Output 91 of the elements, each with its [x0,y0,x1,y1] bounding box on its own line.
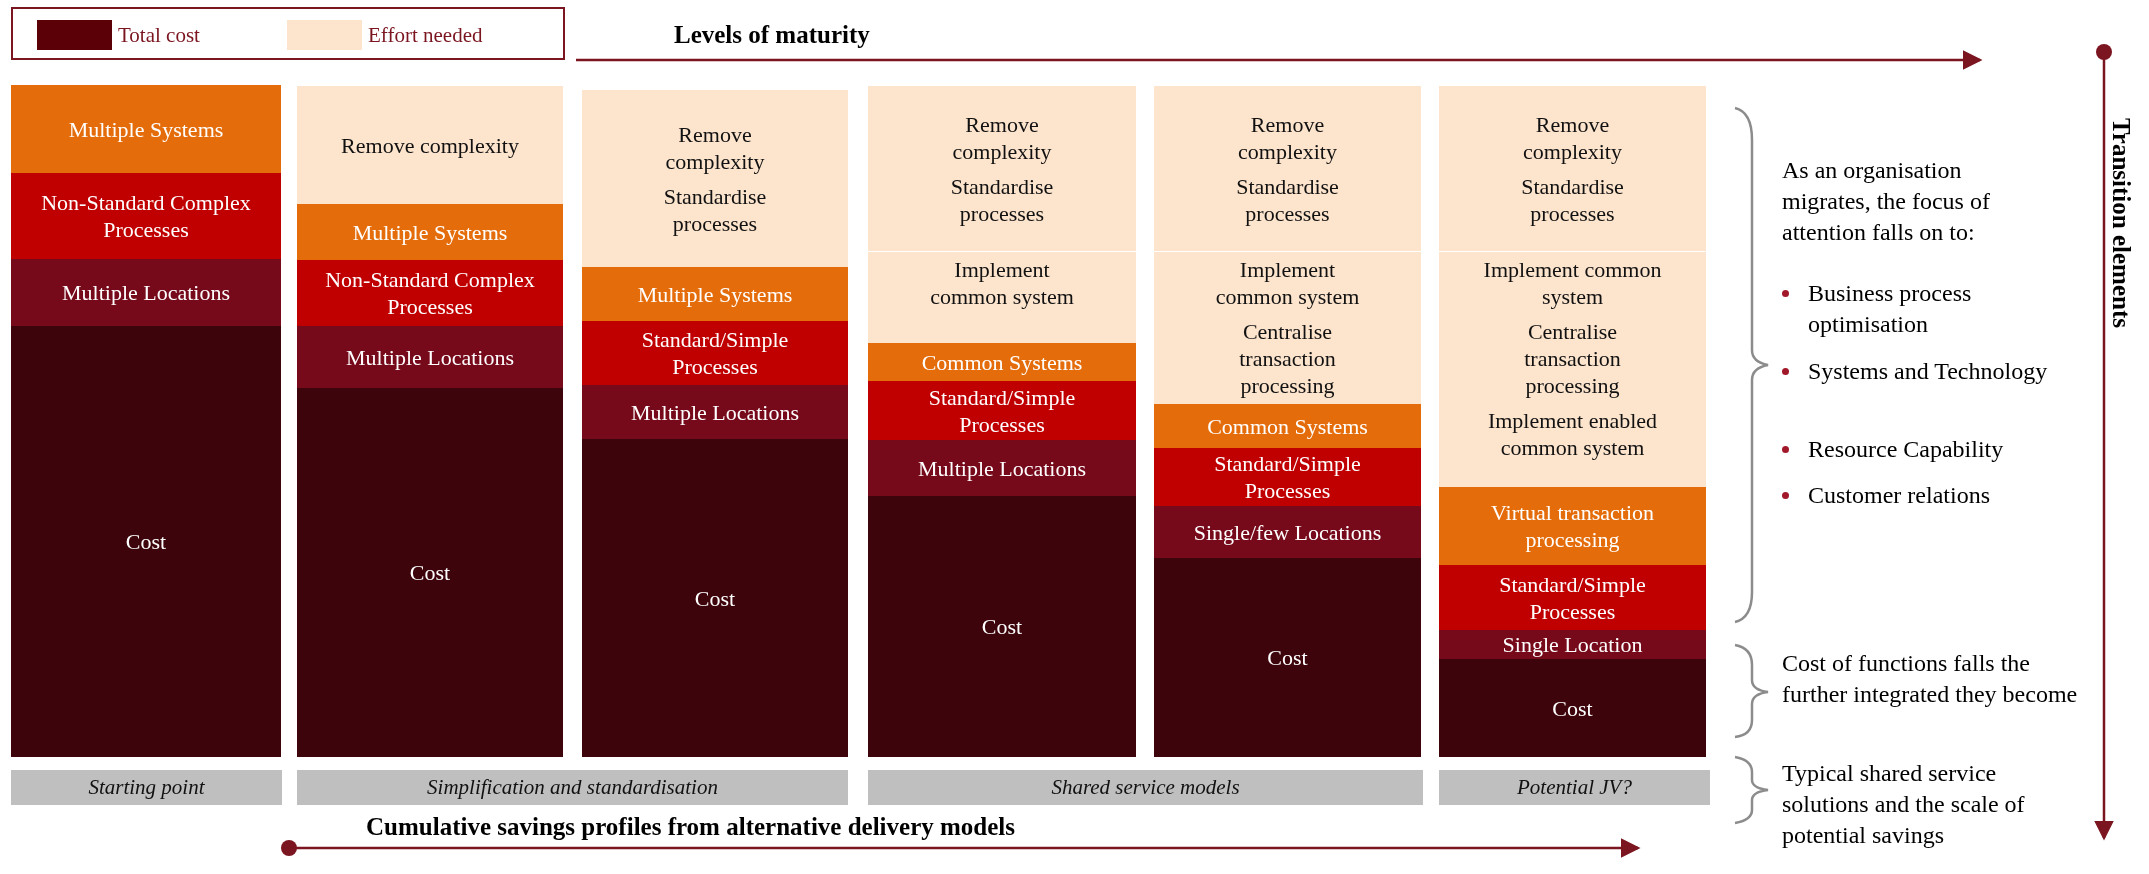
segment-label: Cost [409,559,451,586]
segment-label: Centralise transaction processing [1238,318,1337,399]
segment-label: Non-Standard Complex Processes [324,266,536,320]
bar-segment [11,259,281,326]
segment-label: Virtual transaction processing [1490,499,1655,553]
bar-segment [582,439,848,757]
segment-label: Remove complexity [1237,110,1338,165]
bar-segment [1154,506,1421,558]
legend-label: Total cost [118,22,200,49]
bar-segment [868,251,1136,343]
segment-label: Non-Standard Complex Processes [40,189,252,243]
bar-segment [582,385,848,439]
legend-label: Effort needed [368,22,483,49]
heading: Cumulative savings profiles from alternative delivery models [366,812,1016,842]
bar-segment [11,326,281,757]
bar-segment [582,90,848,267]
segment-label: Common Systems [921,348,1083,376]
segment-label: Implement common system [1482,256,1663,310]
segment-label: Single/few Locations [1193,518,1382,546]
stage-label: Simplification and standardisation [427,774,718,801]
bar-segment [297,326,563,388]
segment-label: Single Location [1502,631,1643,658]
bar-segment [297,260,563,326]
stage-label: Shared service models [1051,774,1240,801]
bar-segment [11,173,281,259]
segment-label: Remove complexity [1522,110,1623,165]
segment-label: Cost [981,613,1023,640]
segment-label: Cost [694,584,736,612]
stage-bar [297,770,848,805]
segment-label: Centralise transaction processing [1523,318,1622,399]
segment-label: Standard/Simple Processes [1213,450,1362,504]
stage-bar [868,770,1423,805]
segment-label: Standardise processes [662,182,768,237]
stage-bar [11,770,282,805]
bullet-text: Customer relations [1808,481,1990,510]
bar-segment [1439,487,1706,565]
segment-label: Multiple Locations [631,398,799,426]
bar-segment [1154,404,1421,448]
bar-segment [582,267,848,321]
bar-segment [297,388,563,757]
segment-label: Remove complexity [951,110,1053,165]
bar-segment [11,85,281,173]
bar-segment [1154,251,1421,404]
stage-bar [1439,770,1710,805]
bar-segment [1439,565,1706,630]
bar-segment [582,321,848,385]
segment-label: Multiple Locations [346,343,514,371]
segment-label: Standardise processes [949,172,1055,227]
bar-segment [868,86,1136,251]
stage-label: Potential JV? [1517,774,1632,801]
bar-segment [1439,630,1706,659]
segment-label: Implement common system [929,256,1075,310]
segment-label: Cost [125,528,167,555]
segment-label: Standard/Simple Processes [927,383,1077,438]
bar-segment [1439,251,1706,487]
note-text: Cost of functions falls the further integrated they become [1782,649,2079,709]
segment-label: Common Systems [1207,412,1368,440]
segment-label: Implement common system [1214,256,1361,310]
segment-label: Standard/Simple Processes [1498,570,1647,625]
segment-label: Multiple Locations [918,454,1086,482]
segment-label: Multiple Systems [352,218,508,246]
bar-segment [1439,86,1706,251]
segment-label: Cost [1552,694,1593,722]
bar-segment [1154,448,1421,506]
stage-label: Starting point [88,774,205,801]
bullet-text: Systems and Technology [1808,357,2048,386]
segment-label: Implement enabled common system [1486,407,1659,461]
bar-segment [868,343,1136,381]
note-text: As an organisation migrates, the focus of attention falls on to: [1782,156,1991,247]
bar-segment [1154,558,1421,757]
segment-label: Remove complexity [664,120,766,175]
bar-segment [297,86,563,204]
segment-label: Remove complexity [341,131,519,159]
segment-label: Standardise processes [1235,172,1340,227]
bar-segment [297,204,563,260]
segment-label: Standard/Simple Processes [640,326,790,380]
segment-label: Multiple Locations [62,279,230,306]
bar-segment [1439,659,1706,757]
bar-segment [868,381,1136,440]
bar-segment [1154,86,1421,251]
bullet-text: Resource Capability [1808,435,2004,464]
bullet-text: Business process optimisation [1808,279,1973,339]
segment-label: Multiple Systems [637,280,793,308]
segment-label: Multiple Systems [68,115,224,143]
segment-label: Standardise processes [1520,172,1625,227]
axis-title: Transition elements [2107,118,2136,328]
note-text: Typical shared service solutions and the scale of potential savings [1782,759,2026,850]
bar-segment [868,496,1136,757]
heading: Levels of maturity [674,20,871,50]
segment-label: Cost [1267,644,1308,671]
bar-segment [868,440,1136,496]
